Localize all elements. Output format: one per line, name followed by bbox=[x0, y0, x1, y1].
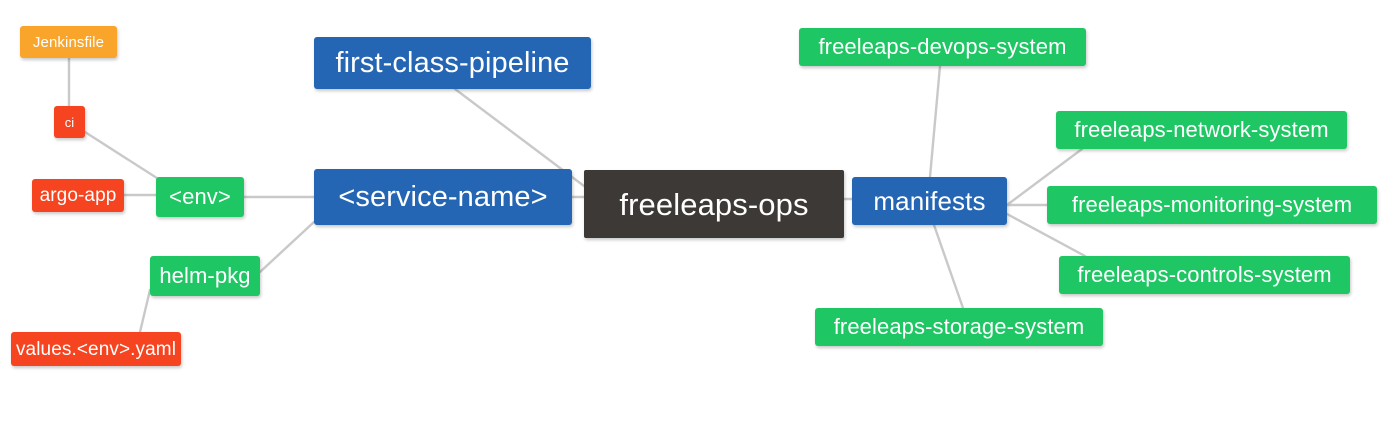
node-label: freeleaps-ops bbox=[619, 186, 809, 222]
node-service[interactable]: <service-name> bbox=[314, 169, 572, 225]
edge-manifests-to-devops bbox=[928, 64, 942, 179]
node-label: values.<env>.yaml bbox=[15, 338, 177, 360]
node-label: Jenkinsfile bbox=[32, 33, 105, 51]
node-pipeline[interactable]: first-class-pipeline bbox=[314, 37, 591, 89]
node-values[interactable]: values.<env>.yaml bbox=[11, 332, 181, 366]
node-label: freeleaps-network-system bbox=[1074, 117, 1329, 142]
node-label: freeleaps-devops-system bbox=[818, 34, 1067, 59]
node-label: freeleaps-storage-system bbox=[833, 314, 1085, 339]
node-label: freeleaps-controls-system bbox=[1077, 262, 1332, 287]
node-label: ci bbox=[64, 114, 75, 130]
node-helm[interactable]: helm-pkg bbox=[150, 256, 260, 296]
edge-service-to-helm bbox=[258, 220, 316, 274]
node-network[interactable]: freeleaps-network-system bbox=[1056, 111, 1347, 149]
node-jenkins[interactable]: Jenkinsfile bbox=[20, 26, 117, 58]
node-label: freeleaps-monitoring-system bbox=[1071, 192, 1353, 217]
node-label: helm-pkg bbox=[159, 263, 251, 288]
edge-env-to-ci bbox=[83, 130, 162, 182]
node-env[interactable]: <env> bbox=[156, 177, 244, 217]
node-devops[interactable]: freeleaps-devops-system bbox=[799, 28, 1086, 66]
node-manifests[interactable]: manifests bbox=[852, 177, 1007, 225]
node-argo[interactable]: argo-app bbox=[32, 179, 124, 212]
node-label: first-class-pipeline bbox=[335, 46, 570, 79]
node-label: manifests bbox=[873, 186, 986, 216]
edge-manifests-to-storage bbox=[932, 223, 965, 310]
node-label: <env> bbox=[169, 184, 231, 209]
node-ci[interactable]: ci bbox=[54, 106, 85, 138]
node-root[interactable]: freeleaps-ops bbox=[584, 170, 844, 238]
node-label: <service-name> bbox=[338, 180, 548, 213]
edge-helm-to-values bbox=[138, 288, 152, 334]
node-controls[interactable]: freeleaps-controls-system bbox=[1059, 256, 1350, 294]
node-label: argo-app bbox=[39, 185, 117, 206]
node-storage[interactable]: freeleaps-storage-system bbox=[815, 308, 1103, 346]
node-monitoring[interactable]: freeleaps-monitoring-system bbox=[1047, 186, 1377, 224]
